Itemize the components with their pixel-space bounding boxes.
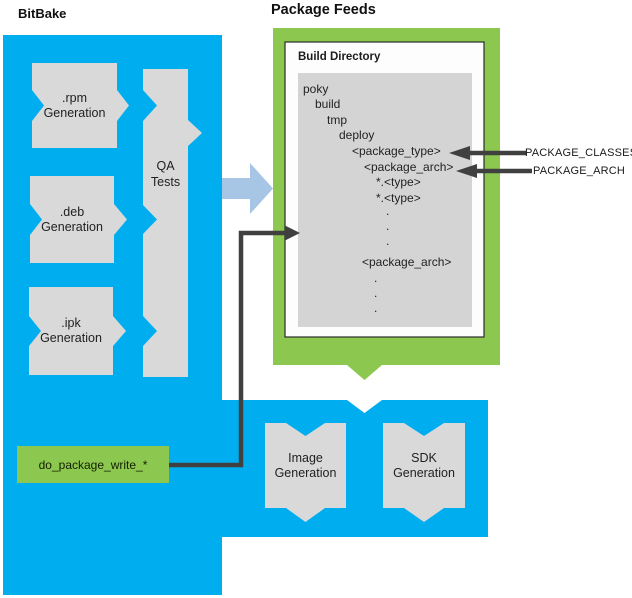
dir-line-package-arch-2: <package_arch> bbox=[362, 255, 452, 269]
dir-line-dot: . bbox=[386, 219, 390, 233]
qa-tests-label: QA Tests bbox=[150, 159, 181, 189]
package-classes-label: PACKAGE_CLASSES bbox=[525, 147, 632, 159]
image-generation-label: Image Generation bbox=[274, 450, 337, 480]
rpm-generation-shape bbox=[32, 63, 129, 148]
build-directory-label: Build Directory bbox=[298, 51, 381, 63]
qa-tests-shape bbox=[143, 69, 202, 377]
ipk-generation-label: .ipk Generation bbox=[40, 316, 102, 345]
do-package-write-box bbox=[17, 446, 169, 483]
do-package-write-label: do_package_write_* bbox=[38, 457, 148, 472]
image-generation-shape bbox=[265, 423, 346, 522]
package-arch-label: PACKAGE_ARCH bbox=[533, 165, 626, 177]
dir-line-dot: . bbox=[386, 204, 390, 218]
connector-arrowhead-icon bbox=[285, 225, 300, 241]
dir-line-dot: . bbox=[374, 301, 378, 315]
sdk-generation-shape bbox=[383, 423, 465, 522]
dir-line-deploy: deploy bbox=[339, 128, 375, 142]
ipk-generation-shape bbox=[29, 287, 126, 375]
deb-generation-label: .deb Generation bbox=[41, 204, 103, 234]
dir-line-dot: . bbox=[386, 234, 390, 248]
sdk-generation-label: SDK Generation bbox=[393, 450, 455, 480]
rpm-generation-label: .rpm Generation bbox=[43, 90, 106, 120]
directory-listing-panel bbox=[298, 73, 472, 327]
dir-line-poky: poky bbox=[303, 82, 329, 96]
dir-line-dot: . bbox=[374, 286, 378, 300]
package-arch-arrowhead-icon bbox=[456, 164, 477, 178]
dir-line-package-arch: <package_arch> bbox=[364, 160, 454, 174]
dir-line-package-type: <package_type> bbox=[352, 144, 441, 158]
dir-line-dot: . bbox=[374, 271, 378, 285]
dir-line-type-2: *.<type> bbox=[376, 191, 421, 205]
connector-line bbox=[169, 230, 285, 468]
dir-line-build: build bbox=[315, 97, 341, 111]
bitbake-title: BitBake bbox=[18, 6, 67, 21]
package-classes-arrowhead-icon bbox=[449, 146, 470, 160]
package-feeds-title: Package Feeds bbox=[271, 2, 376, 18]
dir-line-type-1: *.<type> bbox=[376, 175, 421, 189]
dir-line-tmp: tmp bbox=[327, 113, 348, 127]
flow-arrow-icon bbox=[222, 163, 273, 214]
deb-generation-shape bbox=[30, 176, 127, 263]
